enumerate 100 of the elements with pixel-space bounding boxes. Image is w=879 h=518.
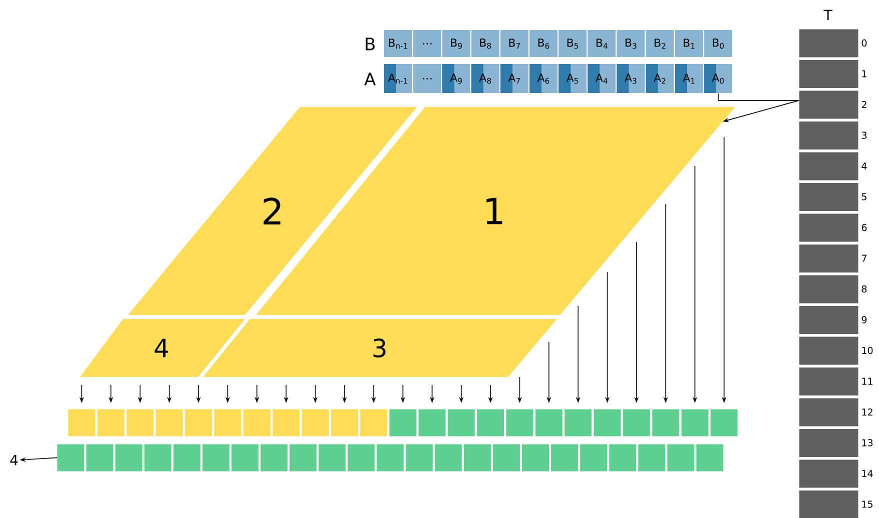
output-cell <box>302 409 329 436</box>
output-cell <box>638 444 666 472</box>
output-cell <box>535 409 562 436</box>
table-slot: 14 <box>799 460 873 488</box>
register-cell: B$_{1}$ <box>675 30 703 57</box>
output-cell <box>260 444 288 472</box>
register-cell: B$_{4}$ <box>588 30 616 57</box>
table-slot: 8 <box>799 275 867 304</box>
number-label: 4 <box>10 454 18 466</box>
output-cell <box>448 409 475 436</box>
output-cell <box>434 444 462 472</box>
table-slot: 13 <box>799 428 873 457</box>
node-label: 12 <box>862 408 872 416</box>
node-label: 7 <box>862 254 866 262</box>
output-cell <box>564 409 592 436</box>
output-cell <box>681 409 708 436</box>
register-cell: A$_{8}$ <box>471 64 500 93</box>
register-cell: B$_{8}$ <box>471 30 500 57</box>
node-label: … <box>423 78 432 80</box>
register-cell: A$_{9}$ <box>442 64 470 93</box>
register-cell: … <box>413 30 442 57</box>
node-label: B$_{8}$ <box>480 38 491 49</box>
node-label: 5 <box>862 193 866 200</box>
output-cell <box>406 444 433 472</box>
table-slot: 2 <box>799 90 866 119</box>
output-cell <box>506 409 534 436</box>
register-cell: B$_{n-1}$ <box>384 30 412 57</box>
output-cell <box>667 444 694 472</box>
table-slot: 7 <box>799 244 866 272</box>
output-cell <box>477 409 504 436</box>
node-label: 8 <box>862 285 867 293</box>
node-label: B$_{0}$ <box>712 38 724 49</box>
output-cell <box>348 444 375 472</box>
output-cell <box>156 409 183 436</box>
table-slot: 4 <box>799 152 867 180</box>
output-cell <box>522 444 549 472</box>
output-cell <box>389 409 416 436</box>
output-cell <box>57 444 84 472</box>
output-cell <box>623 409 650 436</box>
output-cell <box>492 444 520 472</box>
output-cell <box>580 444 608 472</box>
output-cell <box>97 409 124 436</box>
node-label: 11 <box>862 378 872 385</box>
node-label: 10 <box>862 346 873 354</box>
node-label: B$_{5}$ <box>567 38 578 49</box>
output-cell <box>594 409 621 436</box>
output-cell <box>331 409 358 436</box>
output-cell <box>86 444 114 472</box>
register-cell: B$_{3}$ <box>616 30 645 57</box>
table-slot: 5 <box>799 182 866 211</box>
node-label: 3 <box>373 338 386 358</box>
output-cell <box>609 444 636 472</box>
table-slot: 1 <box>799 60 866 88</box>
output-cell <box>272 409 300 436</box>
node-label: B$_{4}$ <box>596 38 608 49</box>
node-label: 3 <box>862 132 866 139</box>
row-label: T <box>824 10 832 20</box>
table-slot: 9 <box>799 306 867 334</box>
node-label: B$_{2}$ <box>654 38 666 49</box>
output-cell <box>551 444 578 472</box>
register-cell: B$_{9}$ <box>442 30 470 57</box>
output-cell <box>232 444 258 472</box>
register-cell: A$_{0}$ <box>704 64 732 93</box>
output-cell <box>652 409 680 436</box>
node-label: B$_{7}$ <box>509 38 520 49</box>
output-cell <box>290 444 317 472</box>
node-label: 6 <box>862 224 867 232</box>
register-cell: A$_{6}$ <box>530 64 558 93</box>
node-label: 13 <box>862 439 873 446</box>
table-slot: 0 <box>799 29 867 58</box>
output-cell <box>710 409 738 436</box>
register-cell: A$_{1}$ <box>675 64 703 93</box>
table-slot: 15 <box>799 490 872 518</box>
register-cell: A$_{4}$ <box>588 64 616 93</box>
register-cell: A$_{2}$ <box>646 64 674 93</box>
output-cell <box>214 409 242 436</box>
parallelogram: 4 <box>80 319 245 377</box>
output-cell <box>360 409 388 436</box>
table-slot: 3 <box>799 121 866 150</box>
output-cell <box>696 444 724 472</box>
output-cell <box>185 409 212 436</box>
node-label: 2 <box>264 198 280 224</box>
register-cell: B$_{0}$ <box>704 30 732 57</box>
node-label: … <box>423 43 432 44</box>
output-cell <box>173 444 200 472</box>
node-label: 9 <box>862 316 867 324</box>
output-cell <box>243 409 270 436</box>
register-cell: A$_{n-1}$ <box>384 64 412 93</box>
register-cell: B$_{5}$ <box>558 30 587 57</box>
register-cell: B$_{6}$ <box>530 30 558 57</box>
parallelogram: 2 <box>128 107 417 315</box>
output-cell <box>126 409 154 436</box>
node-label: B$_{3}$ <box>626 38 636 49</box>
output-cell <box>318 444 346 472</box>
node-label: 2 <box>862 100 866 108</box>
table-slot: 6 <box>799 214 867 242</box>
output-cell <box>202 444 230 472</box>
table-slot: 10 <box>799 336 873 365</box>
row-label: B <box>366 38 375 50</box>
output-cell <box>464 444 491 472</box>
